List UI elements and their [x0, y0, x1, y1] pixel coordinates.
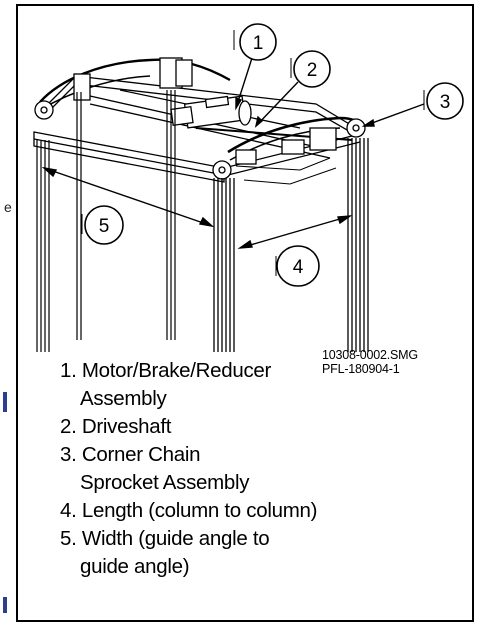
legend-item-continuation: Sprocket Assembly [80, 471, 250, 494]
legend-item-text: 5. Width (guide angle to [60, 527, 270, 550]
arrowhead [41, 166, 58, 178]
width-dimension-line [43, 167, 213, 227]
legend-item-text: 3. Corner Chain [60, 443, 201, 466]
column-right [347, 138, 369, 352]
sprocket-left-rear [34, 100, 54, 120]
edge-accent-mark [3, 392, 7, 412]
column-front-center [213, 178, 235, 352]
legend-item: 5. Width (guide angle to guide angle) [60, 525, 317, 581]
column-left-front [36, 140, 50, 352]
drawing-reference: 10308-0002.SMG PFL-180904-1 [322, 348, 418, 376]
drawing-part-code: PFL-180904-1 [322, 362, 400, 376]
legend-item: 4. Length (column to column) [60, 497, 317, 525]
callout-label-2: 2 [307, 60, 318, 81]
callout-label-1: 1 [253, 33, 264, 54]
callout-circle-1 [239, 23, 277, 61]
legend-item: 1. Motor/Brake/Reducer Assembly [60, 357, 317, 413]
arrowhead [337, 215, 353, 225]
callout-label-5: 5 [99, 216, 110, 237]
legend-item: 3. Corner Chain Sprocket Assembly [60, 441, 317, 497]
top-back-rail [47, 75, 357, 129]
legend-list: 1. Motor/Brake/Reducer Assembly 2. Drive… [60, 357, 317, 581]
legend-item-text: 2. Driveshaft [60, 415, 172, 438]
legend-item: 2. Driveshaft [60, 413, 317, 441]
callout-circle-3 [426, 82, 464, 120]
arrowhead [237, 239, 253, 249]
sprocket-right [346, 118, 366, 138]
legend-item-text: 1. Motor/Brake/Reducer [60, 359, 272, 382]
legend-item-text: 4. Length (column to column) [60, 499, 318, 522]
callout-circle-5 [84, 205, 124, 245]
column-middle-rear [166, 90, 176, 340]
motor-brake-reducer [170, 95, 252, 129]
sprocket-front [212, 160, 232, 180]
drawing-file-code: 10308-0002.SMG [322, 348, 418, 362]
legend-item-continuation: guide angle) [80, 555, 190, 578]
callout-label-3: 3 [440, 92, 451, 113]
callout-circle-4 [276, 245, 320, 287]
callout-label-4: 4 [293, 257, 304, 278]
column-left-rear [76, 92, 82, 340]
legend-item-continuation: Assembly [80, 387, 167, 410]
chain-left [39, 58, 231, 103]
clipped-text-fragment: e [4, 199, 12, 215]
leader-2 [255, 81, 299, 127]
length-dimension-line [239, 215, 351, 249]
callout-circle-2 [293, 50, 331, 88]
edge-accent-mark [3, 597, 7, 613]
arrowhead [198, 216, 215, 228]
